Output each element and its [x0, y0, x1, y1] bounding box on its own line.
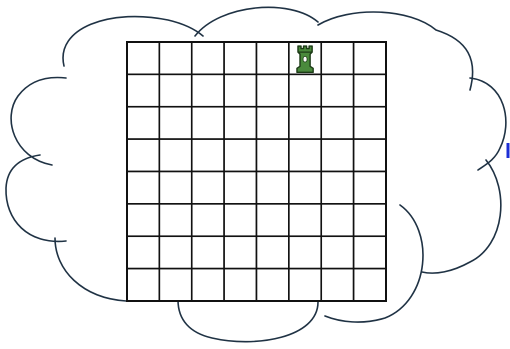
board-square-r0-c6[interactable] [321, 42, 353, 74]
board-square-r1-c6[interactable] [321, 74, 353, 106]
board-square-r6-c1[interactable] [159, 236, 191, 268]
board-square-r5-c4[interactable] [257, 204, 289, 236]
cloud-arc-bottom-middle [178, 300, 318, 342]
board-square-r7-c5[interactable] [289, 269, 321, 301]
board-square-r3-c6[interactable] [321, 139, 353, 171]
board-square-r3-c1[interactable] [159, 139, 191, 171]
cloud-arc-left-upper [11, 78, 66, 165]
board-square-r1-c7[interactable] [354, 74, 386, 106]
board-square-r1-c4[interactable] [257, 74, 289, 106]
board-square-r1-c2[interactable] [192, 74, 224, 106]
board-square-r5-c7[interactable] [354, 204, 386, 236]
board-square-r2-c4[interactable] [257, 107, 289, 139]
board-square-r0-c3[interactable] [224, 42, 256, 74]
board-square-r4-c6[interactable] [321, 172, 353, 204]
board-square-r6-c2[interactable] [192, 236, 224, 268]
board-square-r2-c3[interactable] [224, 107, 256, 139]
cloud-arc-right-lower [422, 160, 501, 273]
board-square-r4-c0[interactable] [127, 172, 159, 204]
board-square-r6-c3[interactable] [224, 236, 256, 268]
board-square-r4-c1[interactable] [159, 172, 191, 204]
board-square-r7-c2[interactable] [192, 269, 224, 301]
board-square-r2-c2[interactable] [192, 107, 224, 139]
board-square-r5-c5[interactable] [289, 204, 321, 236]
board-square-r5-c0[interactable] [127, 204, 159, 236]
cloud-arc-right-upper [470, 78, 506, 170]
cloud-arc-left-lower [6, 155, 66, 241]
board-square-r1-c1[interactable] [159, 74, 191, 106]
board-square-r6-c0[interactable] [127, 236, 159, 268]
board-square-r4-c5[interactable] [289, 172, 321, 204]
board-square-r1-c5[interactable] [289, 74, 321, 106]
board-square-r3-c2[interactable] [192, 139, 224, 171]
board-square-r7-c4[interactable] [257, 269, 289, 301]
board-square-r2-c1[interactable] [159, 107, 191, 139]
board-square-r7-c3[interactable] [224, 269, 256, 301]
board-square-r7-c1[interactable] [159, 269, 191, 301]
board-square-r3-c0[interactable] [127, 139, 159, 171]
board-square-r4-c4[interactable] [257, 172, 289, 204]
board-square-r3-c5[interactable] [289, 139, 321, 171]
board-square-r4-c2[interactable] [192, 172, 224, 204]
board-square-r3-c3[interactable] [224, 139, 256, 171]
board-square-r6-c5[interactable] [289, 236, 321, 268]
cloud-arc-bottom-left [55, 238, 126, 301]
board-square-r5-c3[interactable] [224, 204, 256, 236]
board-square-r2-c6[interactable] [321, 107, 353, 139]
board-square-r6-c4[interactable] [257, 236, 289, 268]
board-square-r5-c2[interactable] [192, 204, 224, 236]
board-square-r4-c7[interactable] [354, 172, 386, 204]
board-square-r1-c0[interactable] [127, 74, 159, 106]
cloud-arc-top-middle [195, 7, 318, 36]
board-square-r3-c7[interactable] [354, 139, 386, 171]
board-square-r7-c0[interactable] [127, 269, 159, 301]
board-square-r5-c1[interactable] [159, 204, 191, 236]
rook-window [303, 56, 307, 62]
board-square-r2-c0[interactable] [127, 107, 159, 139]
chess-board [127, 42, 386, 301]
board-square-r0-c7[interactable] [354, 42, 386, 74]
board-square-r7-c7[interactable] [354, 269, 386, 301]
board-square-r2-c7[interactable] [354, 107, 386, 139]
rook-icon[interactable] [297, 46, 313, 72]
board-square-r0-c4[interactable] [257, 42, 289, 74]
board-square-r1-c3[interactable] [224, 74, 256, 106]
board-square-r6-c6[interactable] [321, 236, 353, 268]
board-square-r6-c7[interactable] [354, 236, 386, 268]
board-square-r0-c2[interactable] [192, 42, 224, 74]
board-square-r3-c4[interactable] [257, 139, 289, 171]
board-square-r4-c3[interactable] [224, 172, 256, 204]
board-square-r7-c6[interactable] [321, 269, 353, 301]
board-square-r0-c0[interactable] [127, 42, 159, 74]
board-pieces [297, 46, 313, 72]
board-square-r5-c6[interactable] [321, 204, 353, 236]
board-square-r2-c5[interactable] [289, 107, 321, 139]
board-square-r0-c1[interactable] [159, 42, 191, 74]
